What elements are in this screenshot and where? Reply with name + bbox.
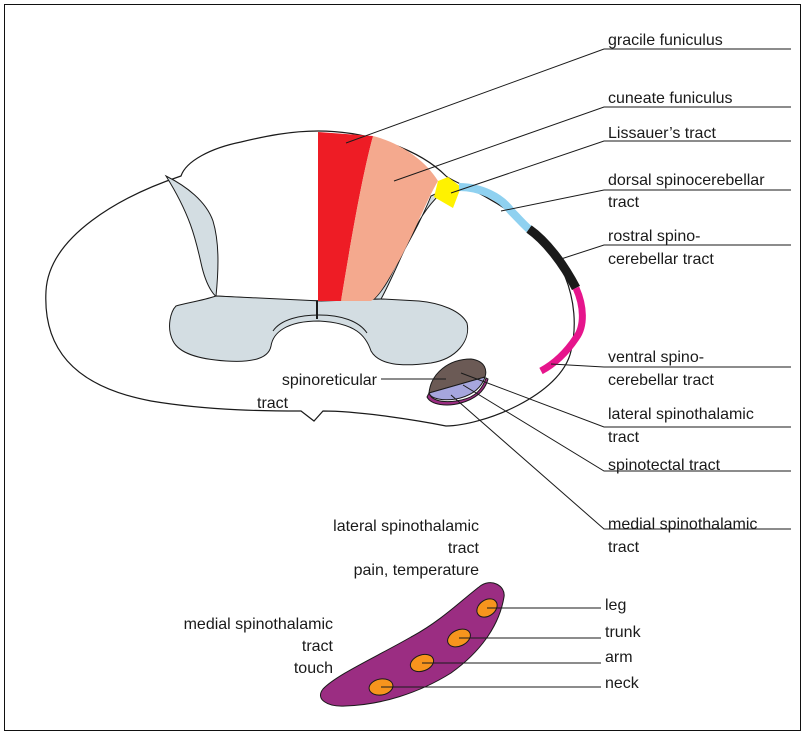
label-rostral-spinocerebellar-1: rostral spino- — [608, 228, 700, 245]
label-cuneate-funiculus: cuneate funiculus — [608, 90, 733, 107]
detail-arm: arm — [605, 649, 633, 666]
detail-medial-1: medial spinothalamic — [184, 616, 333, 633]
label-spinoreticular-1: spinoreticular — [282, 372, 378, 389]
label-medial-spinothalamic-1: medial spinothalamic — [608, 516, 757, 533]
detail-lateral-3: pain, temperature — [354, 562, 480, 579]
detail-lateral-1: lateral spinothalamic — [333, 518, 479, 535]
label-ventral-spinocerebellar-2: cerebellar tract — [608, 372, 714, 389]
label-spinoreticular-2: tract — [257, 395, 289, 412]
figure-frame: gracile funiculus cuneate funiculus Liss… — [4, 4, 801, 731]
detail-leg: leg — [605, 597, 626, 614]
detail-medial-2: tract — [302, 638, 334, 655]
label-rostral-spinocerebellar-2: cerebellar tract — [608, 251, 714, 268]
detail-medial-3: touch — [294, 660, 333, 677]
spinal-cord-diagram: gracile funiculus cuneate funiculus Liss… — [5, 5, 801, 731]
label-lateral-spinothalamic-1: lateral spinothalamic — [608, 406, 754, 423]
detail-lateral-2: tract — [448, 540, 480, 557]
label-lissauers-tract: Lissauer’s tract — [608, 125, 716, 142]
label-medial-spinothalamic-2: tract — [608, 539, 640, 556]
detail-neck: neck — [605, 675, 640, 692]
label-gracile-funiculus: gracile funiculus — [608, 32, 723, 49]
label-spinotectal-tract: spinotectal tract — [608, 457, 721, 474]
label-lateral-spinothalamic-2: tract — [608, 429, 640, 446]
label-ventral-spinocerebellar-1: ventral spino- — [608, 349, 704, 366]
label-dorsal-spinocerebellar-1: dorsal spinocerebellar — [608, 172, 765, 189]
detail-trunk: trunk — [605, 624, 642, 641]
label-dorsal-spinocerebellar-2: tract — [608, 194, 640, 211]
spinothalamic-band — [320, 583, 504, 706]
